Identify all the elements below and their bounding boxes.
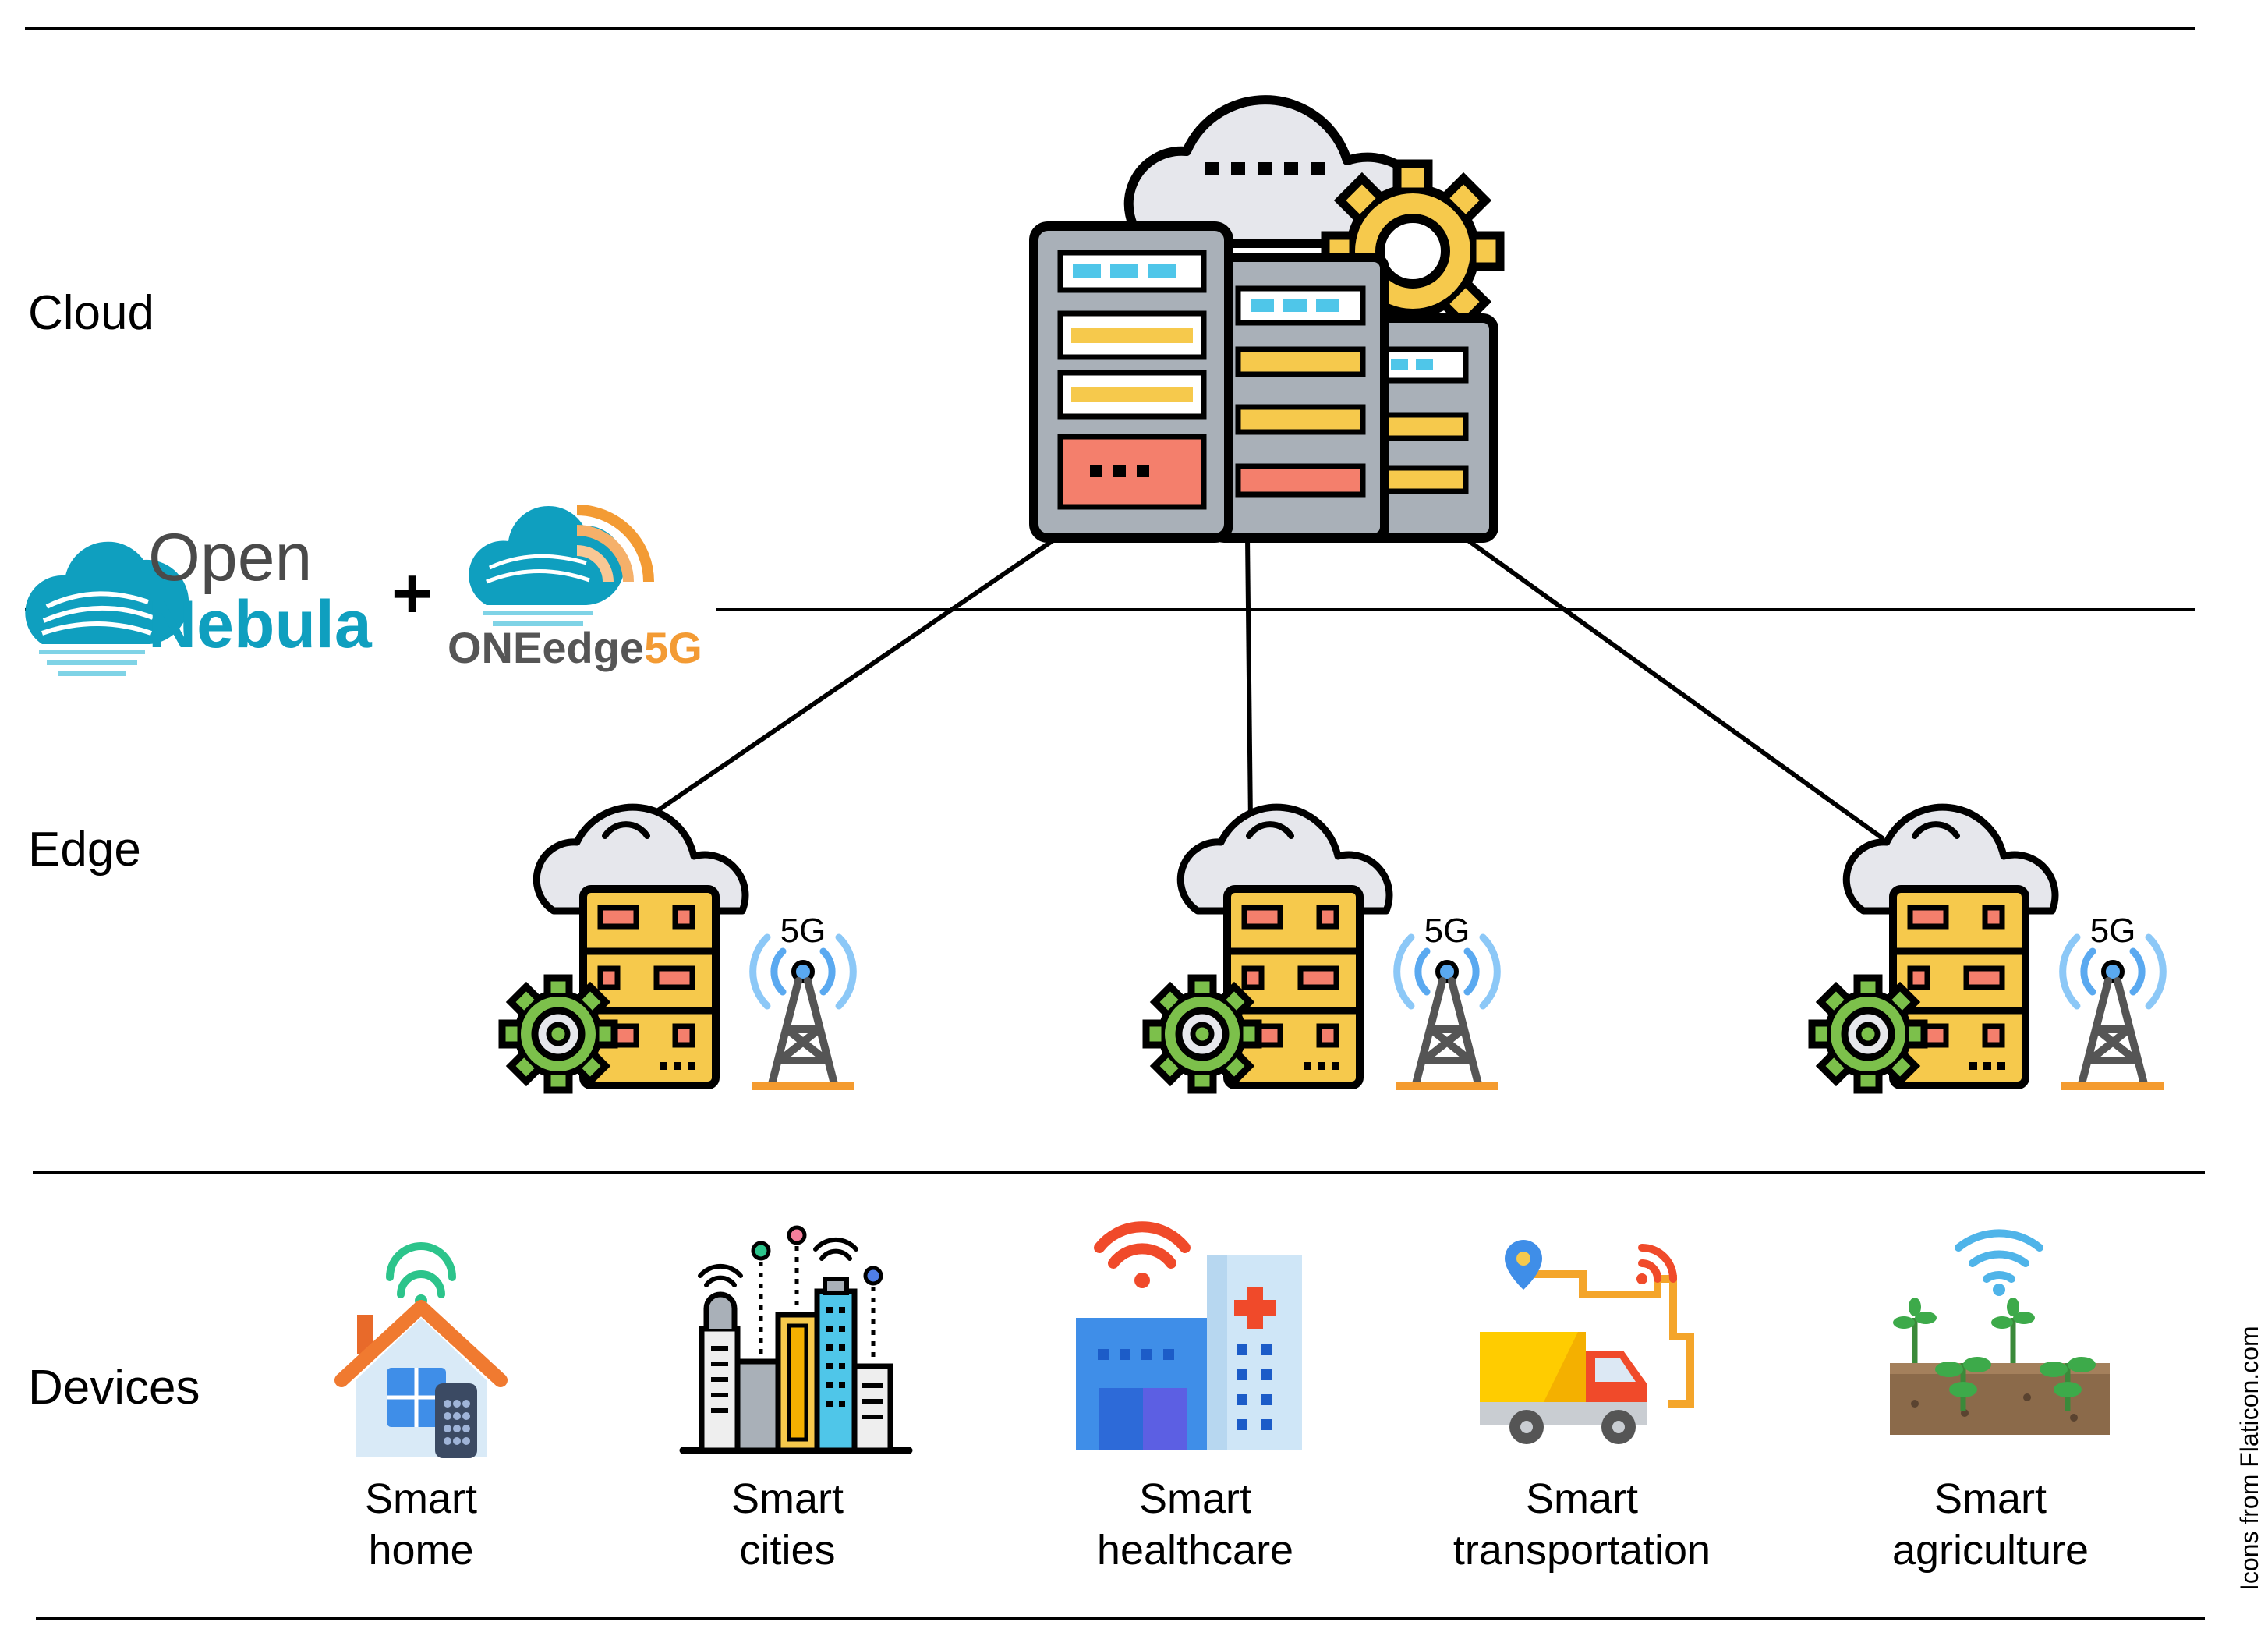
connector-edge-2 xyxy=(1245,536,1253,824)
cell-tower-icon xyxy=(2061,937,2164,1090)
device-smart-transportation: Smart transportation xyxy=(1453,1240,1711,1574)
device-smart-healthcare: Smart healthcare xyxy=(1076,1221,1302,1574)
cloud-layer-label: Cloud xyxy=(28,286,154,340)
device-smart-home: Smart home xyxy=(334,1242,508,1574)
agriculture-icon xyxy=(1890,1229,2110,1435)
device-label-line1: Smart xyxy=(731,1475,844,1522)
gear-icon xyxy=(502,978,614,1090)
icon-credit-text: Icons from Flaticon.com xyxy=(2235,1326,2263,1591)
edge-5g-label: 5G xyxy=(2090,912,2136,950)
device-label-line1: Smart xyxy=(1526,1475,1638,1522)
edge-node-1: 5G xyxy=(502,807,854,1090)
device-label-line1: Smart xyxy=(1139,1475,1251,1522)
hospital-icon xyxy=(1076,1221,1302,1450)
device-label-line2: agriculture xyxy=(1892,1527,2089,1574)
plus-sign: + xyxy=(391,554,433,633)
device-smart-agriculture: Smart agriculture xyxy=(1890,1229,2110,1574)
device-label-line2: cities xyxy=(739,1527,835,1574)
connector-edge-3 xyxy=(1461,534,1885,841)
cell-tower-icon xyxy=(752,937,854,1090)
opennebula-logo: Open Nebula xyxy=(25,520,373,676)
gear-icon xyxy=(1146,978,1258,1090)
device-label-line1: Smart xyxy=(1934,1475,2047,1522)
edge-server-icon xyxy=(1223,885,1364,1089)
opennebula-logo-line1: Open xyxy=(148,520,312,595)
devices-layer-label: Devices xyxy=(28,1361,200,1415)
edge-node-3: 5G xyxy=(1812,807,2164,1090)
oneedge-logo-text: ONEedge5G xyxy=(448,623,702,672)
device-smart-cities: Smart cities xyxy=(679,1225,913,1574)
cloud-datacenter-icon xyxy=(1029,95,1505,543)
connector-edge-1 xyxy=(614,534,1060,841)
edge-layer-label: Edge xyxy=(28,823,141,876)
smart-city-icon xyxy=(679,1225,913,1454)
device-label-line2: healthcare xyxy=(1097,1527,1293,1574)
edge-server-icon xyxy=(579,885,720,1089)
edge-5g-label: 5G xyxy=(780,912,826,950)
smart-home-icon xyxy=(334,1242,508,1458)
opennebula-logo-line2: Nebula xyxy=(148,587,373,662)
edge-node-2: 5G xyxy=(1146,807,1498,1090)
cell-tower-icon xyxy=(1396,937,1498,1090)
edge-5g-label: 5G xyxy=(1424,912,1470,950)
edge-server-icon xyxy=(1889,885,2029,1089)
device-label-line2: home xyxy=(368,1527,473,1574)
device-label-line1: Smart xyxy=(365,1475,477,1522)
oneedge5g-logo: ONEedge5G xyxy=(448,505,702,672)
gear-icon xyxy=(1812,978,1924,1090)
device-label-line2: transportation xyxy=(1453,1527,1711,1574)
delivery-truck-icon xyxy=(1480,1240,1694,1444)
